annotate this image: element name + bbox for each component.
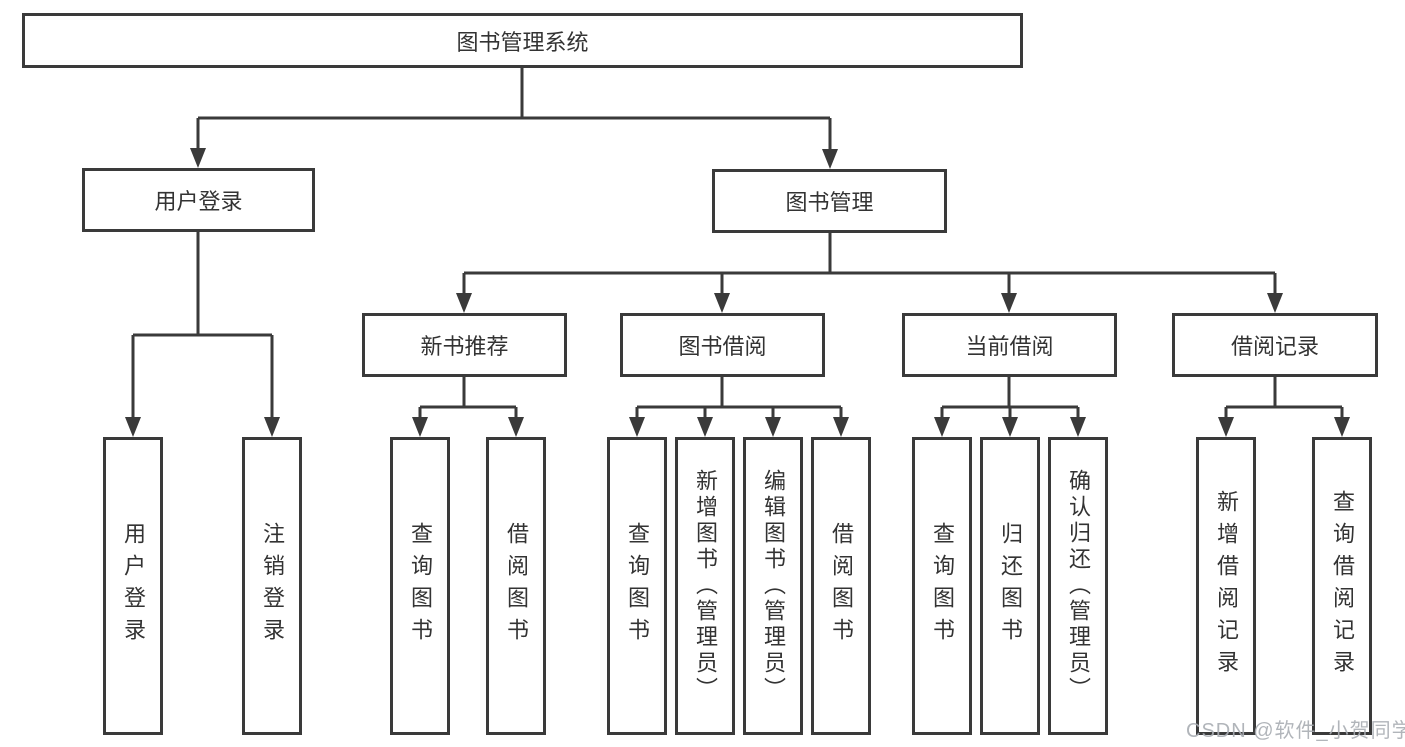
- leaf-logout: 注销登录: [242, 437, 302, 735]
- node-label: 查询图书: [625, 522, 650, 650]
- node-current-borrow: 当前借阅: [902, 313, 1117, 377]
- arrow-down-icon: [765, 417, 781, 437]
- arrow-down-icon: [190, 148, 206, 168]
- arrow-down-icon: [934, 417, 950, 437]
- node-label: 当前借阅: [965, 334, 1054, 359]
- node-book-management: 图书管理: [712, 169, 947, 233]
- leaf-query-books: 查询图书: [607, 437, 667, 735]
- leaf-borrow-books: 借阅图书: [811, 437, 871, 735]
- node-label: 查询借阅记录: [1330, 490, 1355, 682]
- arrow-down-icon: [833, 417, 849, 437]
- arrow-down-icon: [1218, 417, 1234, 437]
- node-label: 新增图书（管理员）: [693, 469, 718, 703]
- leaf-query-books: 查询图书: [390, 437, 450, 735]
- node-book-borrow: 图书借阅: [620, 313, 825, 377]
- arrow-down-icon: [1002, 417, 1018, 437]
- node-label: 注销登录: [260, 522, 285, 650]
- node-new-book-recommend: 新书推荐: [362, 313, 567, 377]
- node-label: 借阅图书: [829, 522, 854, 650]
- node-label: 用户登录: [121, 522, 146, 650]
- arrow-down-icon: [1070, 417, 1086, 437]
- arrow-down-icon: [697, 417, 713, 437]
- csdn-watermark: CSDN @软件_小贺同学: [1186, 720, 1405, 742]
- node-label: 查询图书: [930, 522, 955, 650]
- arrow-down-icon: [264, 417, 280, 437]
- node-label: 图书借阅: [678, 334, 767, 359]
- node-label: 查询图书: [408, 522, 433, 650]
- node-label: 借阅图书: [504, 522, 529, 650]
- node-borrow-records: 借阅记录: [1172, 313, 1378, 377]
- arrow-down-icon: [822, 149, 838, 169]
- arrow-down-icon: [1267, 293, 1283, 313]
- leaf-edit-books-admin: 编辑图书（管理员）: [743, 437, 803, 735]
- leaf-return-books: 归还图书: [980, 437, 1040, 735]
- arrow-down-icon: [456, 293, 472, 313]
- leaf-query-borrow-record: 查询借阅记录: [1312, 437, 1372, 735]
- leaf-confirm-return-admin: 确认归还（管理员）: [1048, 437, 1108, 735]
- node-label: 新增借阅记录: [1214, 490, 1239, 682]
- arrow-down-icon: [714, 293, 730, 313]
- node-label: 归还图书: [998, 522, 1023, 650]
- arrow-down-icon: [508, 417, 524, 437]
- arrowheads: [125, 148, 1350, 437]
- node-label: 编辑图书（管理员）: [761, 469, 786, 703]
- node-label: 图书管理: [785, 190, 874, 215]
- arrow-down-icon: [1001, 293, 1017, 313]
- arrow-down-icon: [1334, 417, 1350, 437]
- node-library-management-system: 图书管理系统: [22, 13, 1023, 68]
- node-label: 借阅记录: [1230, 334, 1319, 359]
- leaf-user-login: 用户登录: [103, 437, 163, 735]
- leaf-query-books: 查询图书: [912, 437, 972, 735]
- arrow-down-icon: [412, 417, 428, 437]
- node-label: 新书推荐: [420, 334, 509, 359]
- node-label: 图书管理系统: [456, 29, 589, 55]
- leaf-add-books-admin: 新增图书（管理员）: [675, 437, 735, 735]
- node-label: 确认归还（管理员）: [1066, 469, 1091, 703]
- arrow-down-icon: [629, 417, 645, 437]
- node-label: 用户登录: [154, 189, 243, 214]
- arrow-down-icon: [125, 417, 141, 437]
- leaf-borrow-books: 借阅图书: [486, 437, 546, 735]
- node-user-login: 用户登录: [82, 168, 315, 232]
- leaf-add-borrow-record: 新增借阅记录: [1196, 437, 1256, 735]
